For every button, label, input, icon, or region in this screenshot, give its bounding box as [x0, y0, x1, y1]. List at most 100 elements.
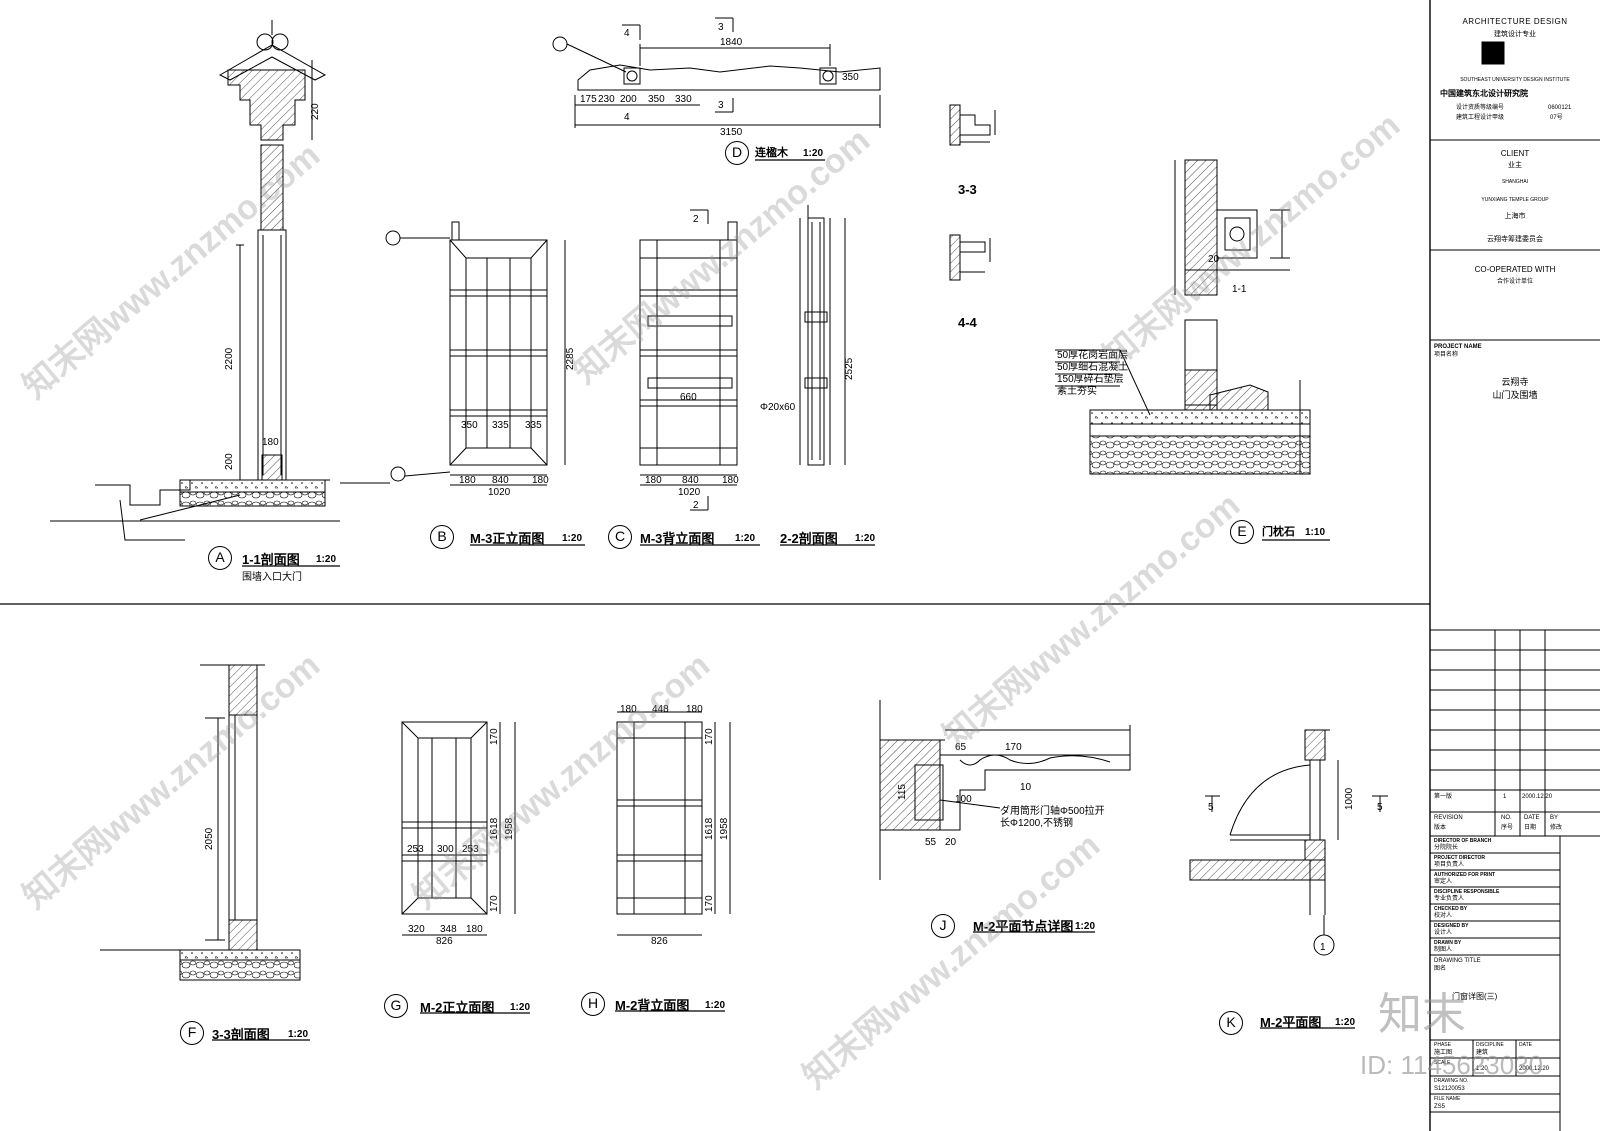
view-title-h: M-2背立面图 — [615, 998, 690, 1013]
view-bubble-e: E — [1230, 520, 1254, 544]
tb-by-label: BY — [1550, 815, 1559, 821]
tb-rev-row: 第一版 — [1434, 794, 1453, 800]
dim-k-1000: 1000 — [1344, 787, 1355, 810]
tb-role-en: DESIGNED BY — [1434, 923, 1469, 929]
tb-disc-val: 建筑 — [1476, 1050, 1489, 1056]
dim-b-1020: 1020 — [488, 487, 511, 498]
view-scale-b: 1:20 — [562, 533, 583, 544]
dim-j-55: 55 — [925, 837, 937, 848]
view-title-k: M-2平面图 — [1260, 1015, 1322, 1030]
dim-h-180a: 180 — [620, 704, 637, 715]
sec-mark-4-bottom: 4 — [624, 112, 630, 123]
tb-no-cn: 序号 — [1501, 825, 1514, 831]
dim-a-180: 180 — [262, 437, 279, 448]
tb-phase-en: PHASE — [1434, 1042, 1451, 1048]
axis-label-1: 1 — [1320, 942, 1326, 953]
view-title-d: 连楹木 — [755, 147, 788, 159]
tb-role-en: PROJECT DIRECTOR — [1434, 855, 1486, 861]
sec-mark-4-top: 4 — [624, 28, 630, 39]
dim-g-1618: 1618 — [489, 817, 500, 840]
view-title-a: 1-1剖面图 — [242, 552, 300, 567]
view-bubble-c: C — [608, 525, 632, 549]
j-note-1: ダ用筒形门轴Φ500拉开 — [1000, 804, 1105, 817]
sec-mark-2-top: 2 — [693, 214, 699, 225]
tb-project-2: 山门及围墙 — [1492, 390, 1538, 400]
tb-dwgno-val: S12120053 — [1434, 1086, 1465, 1092]
dim-c-180a: 180 — [645, 475, 662, 486]
tb-no-label: NO. — [1501, 815, 1512, 821]
dim-g-826: 826 — [436, 936, 453, 947]
view-scale-2-2: 1:20 — [855, 533, 876, 544]
tb-cert2: 建筑工程设计甲级 — [1456, 115, 1505, 121]
tb-rev-date: 2000.12.20 — [1522, 794, 1553, 800]
dim-g-253a: 253 — [407, 844, 424, 855]
dim-b-840: 840 — [492, 475, 509, 486]
dim-d-350: 350 — [648, 94, 665, 105]
tb-client-cn1: 上海市 — [1504, 213, 1526, 220]
tb-header-cn: 建筑设计专业 — [1494, 31, 1536, 38]
tb-file-val: ZS5 — [1434, 1104, 1446, 1110]
dim-j-20: 20 — [945, 837, 957, 848]
view-f-section — [100, 664, 301, 981]
dim-h-170a: 170 — [704, 728, 715, 745]
dim-d-200: 200 — [620, 94, 637, 105]
sheet-frame — [0, 0, 1431, 1131]
view-scale-a: 1:20 — [316, 554, 337, 565]
dim-d-350b: 350 — [842, 72, 859, 83]
view-title-b: M-3正立面图 — [470, 531, 545, 546]
dim-d-1840: 1840 — [720, 37, 743, 48]
view-c-elevation — [639, 209, 738, 511]
tb-pn-label: PROJECT NAME — [1434, 344, 1482, 350]
watermark-brand: 知末 — [1378, 990, 1466, 1039]
view-scale-j: 1:20 — [1075, 921, 1096, 932]
dim-j-170: 170 — [1005, 742, 1022, 753]
dim-a-2200: 2200 — [224, 347, 235, 370]
tb-rev-label-cn: 版本 — [1434, 825, 1447, 831]
dim-g-170a: 170 — [489, 728, 500, 745]
tb-role-cn: 项目负责人 — [1434, 862, 1465, 868]
dim-d-3150: 3150 — [720, 127, 743, 138]
tb-dt-label: DRAWING TITLE — [1434, 958, 1481, 964]
tb-role-en: DIRECTOR OF BRANCH — [1434, 838, 1492, 844]
tb-institute: 中国建筑东北设计研究院 — [1440, 89, 1528, 98]
dim-b-180b: 180 — [532, 475, 549, 486]
dim-f-2050: 2050 — [204, 827, 215, 850]
tb-role-cn: 制图人 — [1434, 947, 1453, 953]
tb-scale-val: 1:20 — [1476, 1066, 1488, 1072]
tb-date-label: DATE — [1524, 815, 1540, 821]
tb-project-1: 云翔寺 — [1501, 377, 1529, 387]
dim-h-448: 448 — [652, 704, 669, 715]
dim-g-253b: 253 — [462, 844, 479, 855]
tb-cert1-val: 0600121 — [1548, 105, 1572, 111]
tb-phase-val: 施工图 — [1434, 1050, 1453, 1056]
tb-role-cn: 专业负责人 — [1434, 896, 1465, 902]
view-scale-h: 1:20 — [705, 1000, 726, 1011]
watermark-id: ID: 1145623030 — [1360, 1050, 1544, 1080]
view-h-elevation — [616, 711, 731, 936]
sec-mark-3-bottom: 3 — [718, 100, 724, 111]
tb-client-cn2: 云翔寺筹建委员会 — [1487, 236, 1543, 243]
tb-coop: CO-OPERATED WITH — [1474, 265, 1556, 274]
tb-dt-label-cn: 图名 — [1434, 966, 1447, 972]
view-g-elevation — [401, 721, 516, 936]
view-bubble-f: F — [180, 1021, 204, 1045]
view-e-detail — [1055, 159, 1311, 475]
tb-disc-en: DISCIPLINE — [1476, 1042, 1504, 1048]
dim-h-1958: 1958 — [719, 817, 730, 840]
sec-mark-5-left: 5 — [1208, 802, 1214, 813]
dim-g-180: 180 — [466, 924, 483, 935]
dim-c-840: 840 — [682, 475, 699, 486]
tb-coop-cn: 合作设计单位 — [1496, 279, 1533, 285]
view-k-plan — [1189, 729, 1388, 956]
dim-g-320: 320 — [408, 924, 425, 935]
tb-drawing-title: 门窗详图(三) — [1452, 992, 1498, 1001]
titleblock-lines — [1430, 41, 1600, 1131]
tb-file-en: FILE NAME — [1434, 1096, 1461, 1102]
view-bubble-h: H — [581, 992, 605, 1016]
tb-client-en2: YUNXIANG TEMPLE GROUP — [1481, 197, 1549, 203]
tb-client-cn: 业主 — [1508, 162, 1522, 169]
